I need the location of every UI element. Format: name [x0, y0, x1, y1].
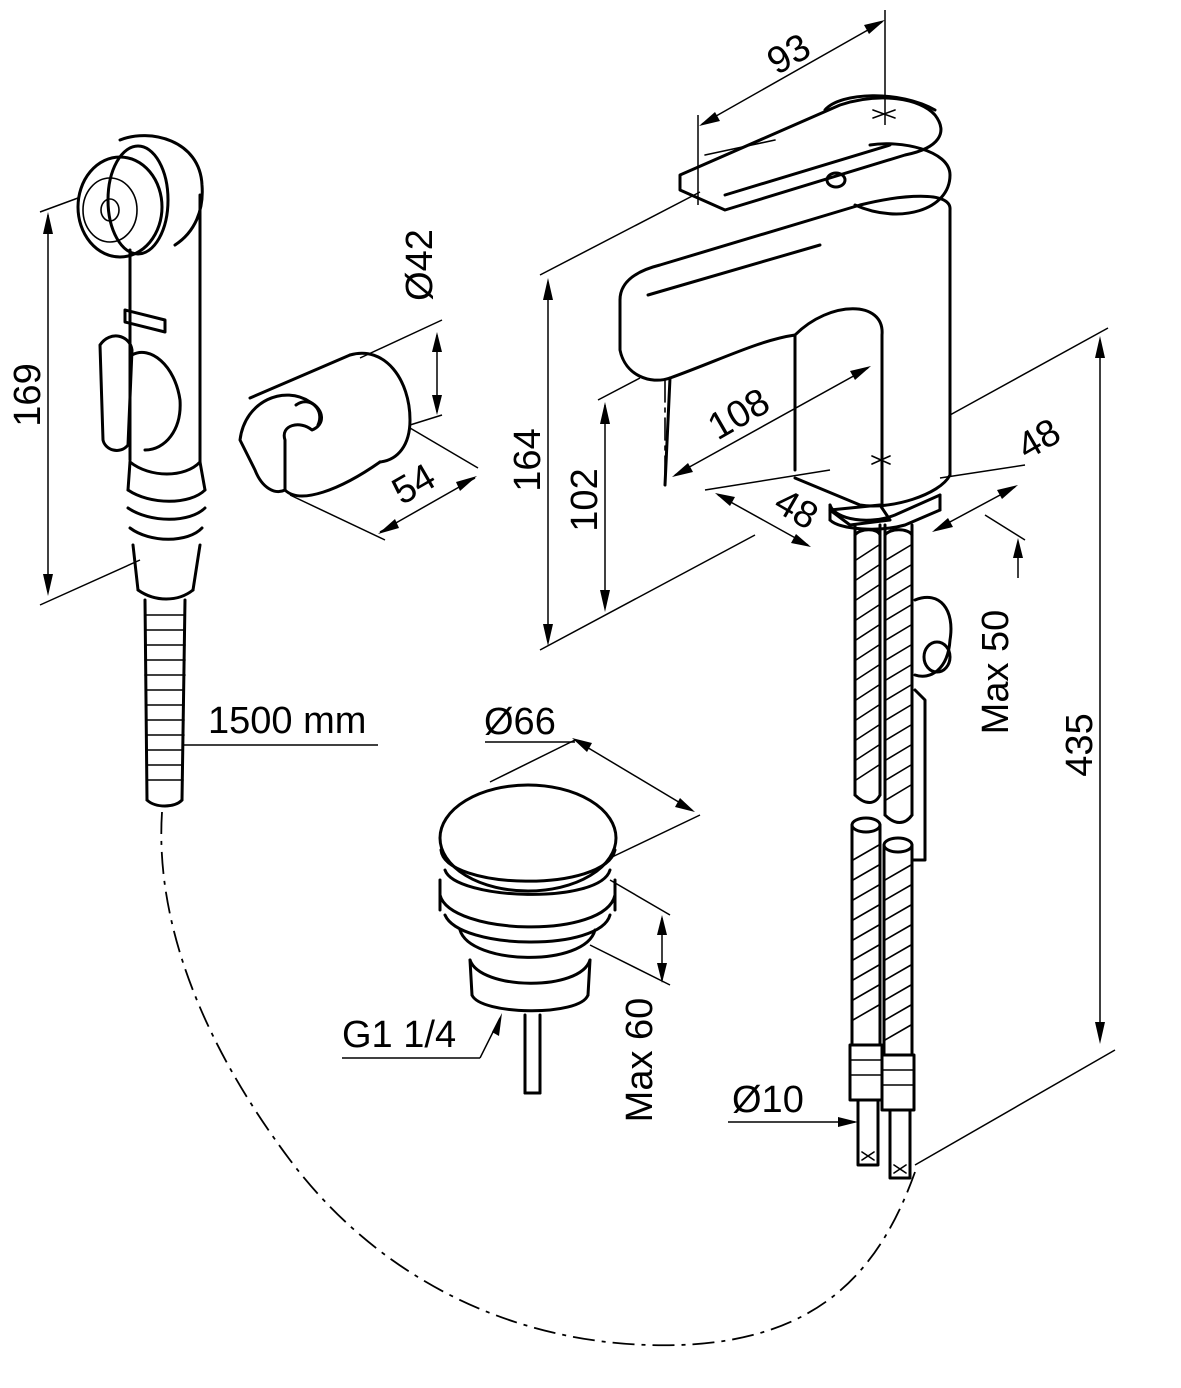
dim-435: 435: [914, 327, 1116, 1166]
tap-body: [618, 94, 952, 531]
dim-holder-depth-label: 54: [385, 456, 443, 514]
dim-102-label: 102: [564, 468, 606, 531]
supply-hoses: [848, 523, 953, 1180]
dim-108-label: 108: [701, 381, 777, 449]
dim-max-50-label: Max 50: [975, 610, 1017, 735]
dim-waste-max-label: Max 60: [619, 998, 661, 1123]
hand-shower: [76, 134, 207, 808]
dim-hose-length-label: 1500 mm: [208, 700, 366, 742]
dim-max-50: Max 50: [975, 514, 1026, 735]
dim-48-left-label: 48: [767, 481, 825, 539]
dim-hose-length: 1500 mm: [183, 700, 378, 746]
dim-48-right: 48: [932, 411, 1068, 532]
dim-435-label: 435: [1059, 713, 1101, 776]
dim-holder-diameter-label: Ø42: [399, 229, 441, 301]
dim-hose-diameter-label: Ø10: [732, 1079, 804, 1121]
waste-plug: [438, 783, 618, 1095]
dim-169: 169: [7, 197, 141, 606]
dim-93: 93: [697, 10, 896, 205]
wall-holder: [238, 351, 412, 498]
dim-169-label: 169: [7, 363, 49, 426]
dim-hose-diameter: Ø10: [728, 1079, 858, 1127]
dim-164: 164: [507, 191, 756, 651]
dim-waste-thread-label: G1 1/4: [342, 1014, 456, 1056]
dim-waste: Ø66 Max 60 G1 1/4: [342, 701, 701, 1123]
dim-waste-diameter-label: Ø66: [484, 701, 556, 743]
dim-93-label: 93: [760, 26, 818, 84]
dim-108: 108: [664, 366, 871, 486]
dim-164-label: 164: [507, 428, 549, 491]
dim-48-right-label: 48: [1010, 411, 1068, 469]
hose-path: [160, 811, 916, 1347]
dim-48-left: 48: [704, 469, 831, 547]
dim-102: 102: [564, 377, 641, 612]
